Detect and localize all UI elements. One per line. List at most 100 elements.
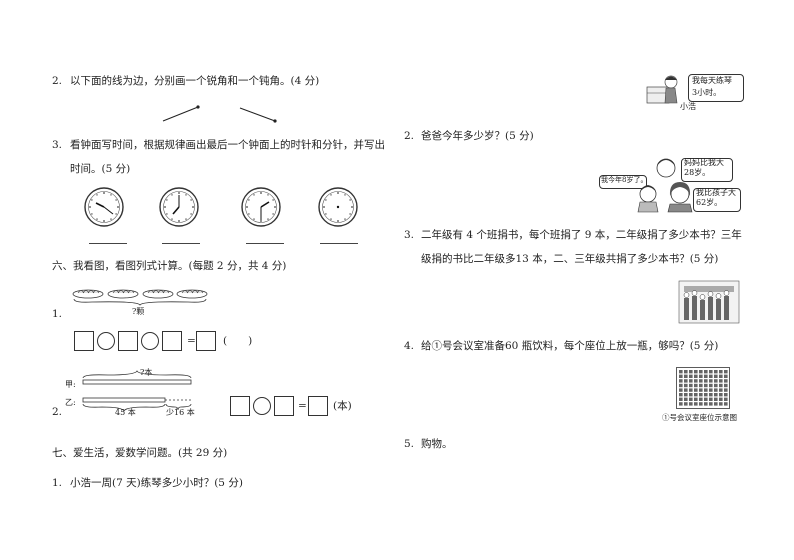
seat <box>679 393 683 397</box>
seat <box>694 370 698 374</box>
seat <box>724 370 728 374</box>
seat <box>679 383 683 388</box>
bar-diagram <box>82 370 192 412</box>
seat <box>714 397 718 401</box>
label-less-16-books: 少16 本 <box>166 408 195 417</box>
dumpling-plates-image <box>72 289 208 306</box>
seat <box>699 383 703 388</box>
q2-text: 以下面的线为边，分别画一个锐角和一个钝角。(4 分) <box>70 75 320 87</box>
seat <box>689 383 693 388</box>
q7-1-text: 小浩一周(7 天)练琴多少小时？(5 分) <box>70 477 243 489</box>
bubble-dad-line1: 我比孩子大 <box>696 188 736 197</box>
right-q3-line2: 级捐的书比二年级多13 本，二、三年级共捐了多少本书？(5 分) <box>421 253 719 265</box>
seat <box>719 393 723 397</box>
right-q5-number: 5. <box>404 438 415 450</box>
equals-sign-1: = <box>187 335 196 347</box>
label-45-books: 45 本 <box>115 408 136 417</box>
p1-number: 1. <box>52 308 63 320</box>
speech-bubble-dad <box>693 188 741 212</box>
bubble-mom-line1: 妈妈比我大 <box>684 158 724 167</box>
unit-label-books: (本) <box>333 400 352 412</box>
answer-box-1[interactable] <box>74 331 94 351</box>
q2-number: 2. <box>52 75 63 87</box>
seat <box>714 383 718 388</box>
equals-sign-2: = <box>298 400 307 412</box>
seat <box>724 393 728 397</box>
seat <box>684 402 688 406</box>
seat <box>714 379 718 383</box>
answer-line-clock-1[interactable] <box>89 243 127 244</box>
seat <box>699 379 703 383</box>
seat <box>704 379 708 383</box>
bubble-boy-line2: 3小时。 <box>692 88 722 97</box>
answer-line-clock-3[interactable] <box>246 243 284 244</box>
clock-face-2 <box>159 187 199 227</box>
seat <box>714 402 718 406</box>
seat <box>694 383 698 388</box>
seat <box>689 388 693 392</box>
seat <box>679 388 683 392</box>
seat <box>704 370 708 374</box>
seat <box>689 393 693 397</box>
seat <box>689 402 693 406</box>
seat <box>694 379 698 383</box>
answer-box-4[interactable] <box>230 396 250 416</box>
answer-line-clock-4[interactable] <box>320 243 358 244</box>
seat <box>719 388 723 392</box>
seat <box>724 397 728 401</box>
seat <box>679 379 683 383</box>
seat <box>709 379 713 383</box>
answer-box-result-1[interactable] <box>196 331 216 351</box>
right-q5-text: 购物。 <box>421 438 453 450</box>
q3-line2: 时间。(5 分) <box>70 163 131 175</box>
answer-box-3[interactable] <box>162 331 182 351</box>
answer-box-2[interactable] <box>118 331 138 351</box>
seat <box>719 383 723 388</box>
seat-diagram-caption: ①号会议室座位示意图 <box>662 413 737 422</box>
seat <box>709 397 713 401</box>
brace-label-question: ?颗 <box>132 307 145 316</box>
family-faces-illustration <box>637 158 693 213</box>
speech-bubble-mom <box>681 158 733 182</box>
seat <box>699 370 703 374</box>
seat <box>724 388 728 392</box>
seat <box>679 370 683 374</box>
operator-circle-2[interactable] <box>141 332 159 350</box>
clock-face-4-blank[interactable] <box>318 187 358 227</box>
right-q4-number: 4. <box>404 340 415 352</box>
operator-circle-1[interactable] <box>97 332 115 350</box>
section-6-title: 六、我看图，看图列式计算。(每题 2 分，共 4 分) <box>52 260 287 272</box>
seat <box>679 374 683 378</box>
seat <box>699 374 703 378</box>
seat <box>679 402 683 406</box>
seat <box>694 374 698 378</box>
seat <box>684 397 688 401</box>
unit-paren-1[interactable]: ( ) <box>223 335 253 347</box>
book-donation-illustration <box>678 280 740 324</box>
p2-number: 2. <box>52 406 63 418</box>
seat <box>704 388 708 392</box>
seat <box>724 374 728 378</box>
operator-circle-3[interactable] <box>253 397 271 415</box>
answer-line-clock-2[interactable] <box>162 243 200 244</box>
answer-box-5[interactable] <box>274 396 294 416</box>
jia-label: 甲: <box>65 380 76 389</box>
seat <box>689 370 693 374</box>
seat <box>709 374 713 378</box>
seat <box>719 374 723 378</box>
seat <box>719 379 723 383</box>
seat <box>689 397 693 401</box>
seat <box>724 379 728 383</box>
clock-face-1 <box>84 187 124 227</box>
speech-bubble-boy <box>688 74 744 102</box>
seat <box>679 397 683 401</box>
seat <box>704 402 708 406</box>
answer-box-result-2[interactable] <box>308 396 328 416</box>
seat <box>719 402 723 406</box>
seat <box>704 383 708 388</box>
seat <box>709 383 713 388</box>
right-q2-number: 2. <box>404 130 415 142</box>
section-7-title: 七、爱生活，爱数学问题。(共 29 分) <box>52 447 228 459</box>
seat <box>684 379 688 383</box>
seat <box>694 388 698 392</box>
